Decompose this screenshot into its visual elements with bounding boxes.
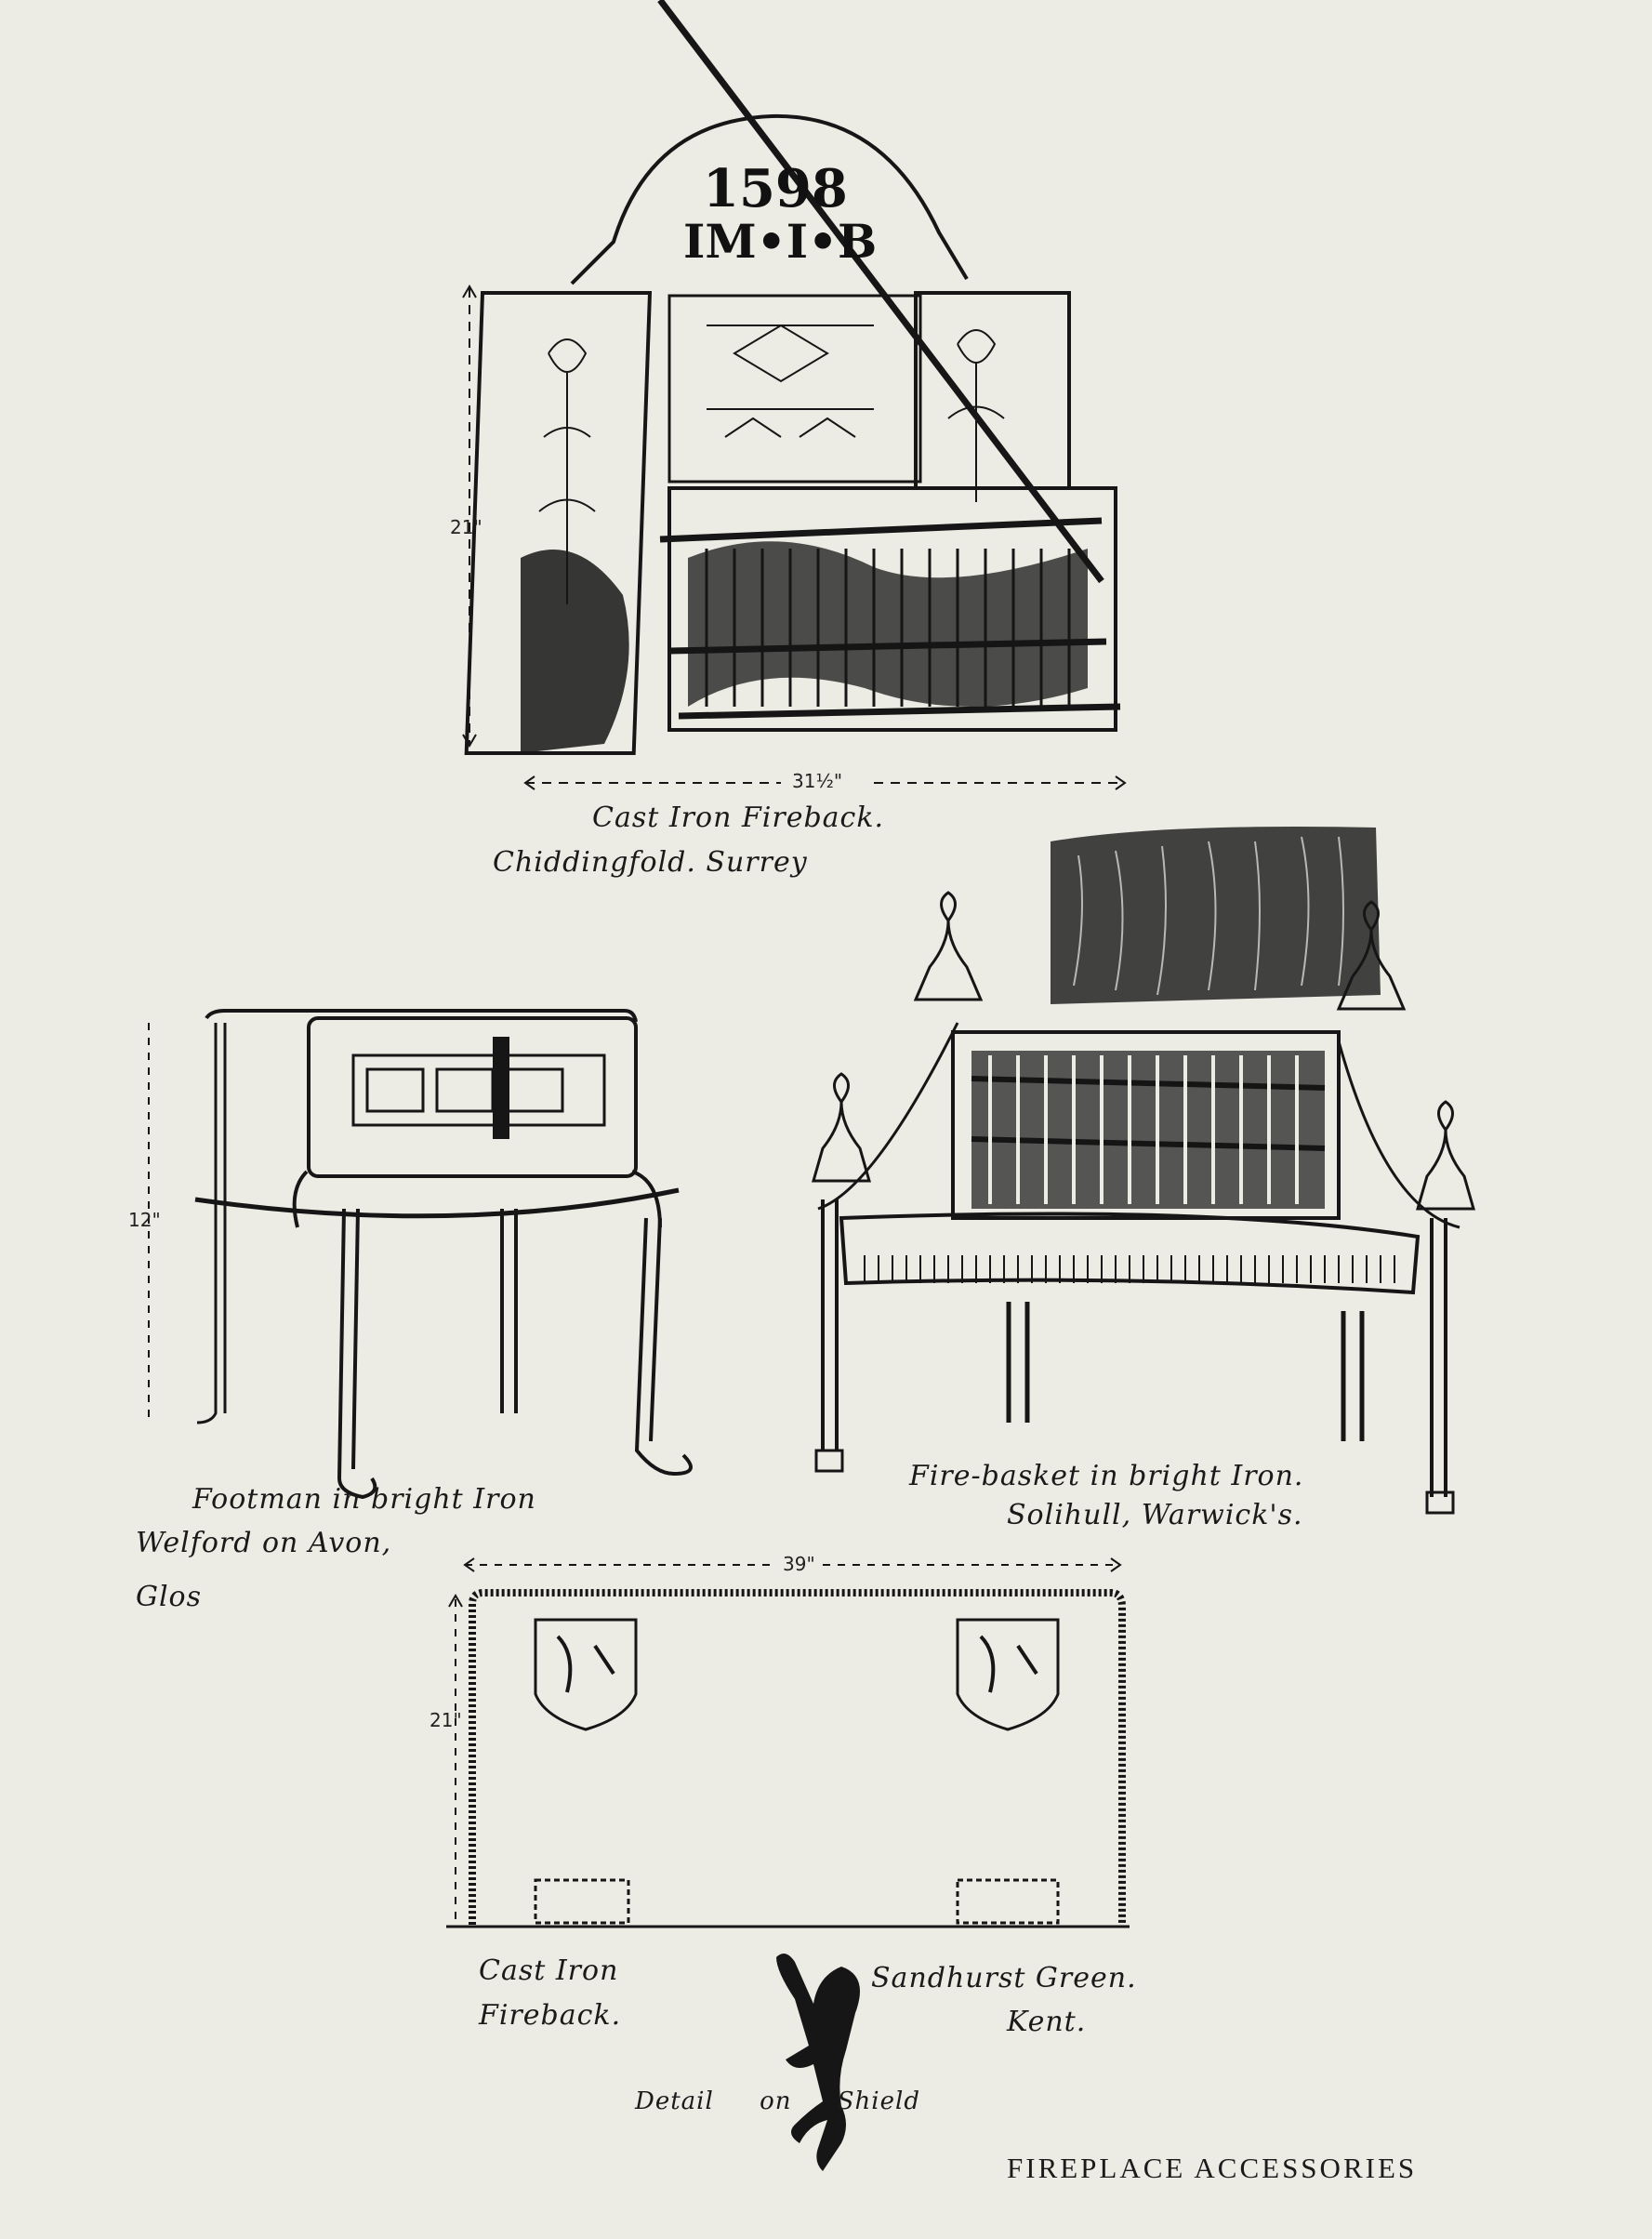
- rampant-lion-detail-icon: [776, 1954, 860, 2171]
- page-title: FIREPLACE ACCESSORIES: [1007, 2152, 1418, 2184]
- footman-location: Welford on Avon,: [136, 1527, 392, 1559]
- footman-drawing: [148, 1009, 693, 1500]
- fireback-1-width-label: 31½": [792, 770, 843, 792]
- fireback-sandhurst-drawing: [446, 1557, 1130, 1928]
- fireback-date: 1598: [703, 158, 848, 219]
- fireback-2-height-label: 21": [430, 1709, 462, 1731]
- shield-icon: [534, 1618, 638, 1731]
- fire-basket-caption: Fire-basket in bright Iron.: [909, 1460, 1304, 1492]
- footman-height-label: 12": [128, 1209, 161, 1231]
- detail-on-shield-label: Detail on Shield: [635, 2087, 920, 2115]
- footman-county: Glos: [136, 1581, 203, 1613]
- footman-caption: Footman in bright Iron: [192, 1483, 536, 1516]
- fireback-2-caption-line1: Cast Iron: [479, 1954, 619, 1987]
- fire-basket-location: Solihull, Warwick's.: [1007, 1499, 1303, 1531]
- fireback-initials: IM•I•B: [683, 214, 878, 269]
- shield-icon: [956, 1618, 1060, 1731]
- fireback-1-caption: Cast Iron Fireback.: [592, 802, 885, 834]
- fireback-1-location: Chiddingfold. Surrey: [493, 846, 808, 879]
- fireback-2-width-label: 39": [783, 1553, 815, 1575]
- fireback-2-caption-line2: Fireback.: [479, 1999, 622, 2032]
- fireback-1-height-label: 21": [450, 516, 482, 538]
- fireback-2-location: Sandhurst Green.: [871, 1962, 1137, 1994]
- fire-basket-drawing: [812, 827, 1475, 1515]
- fireback-2-county: Kent.: [1007, 2006, 1087, 2038]
- fireback-chiddingfold-drawing: [462, 0, 1127, 790]
